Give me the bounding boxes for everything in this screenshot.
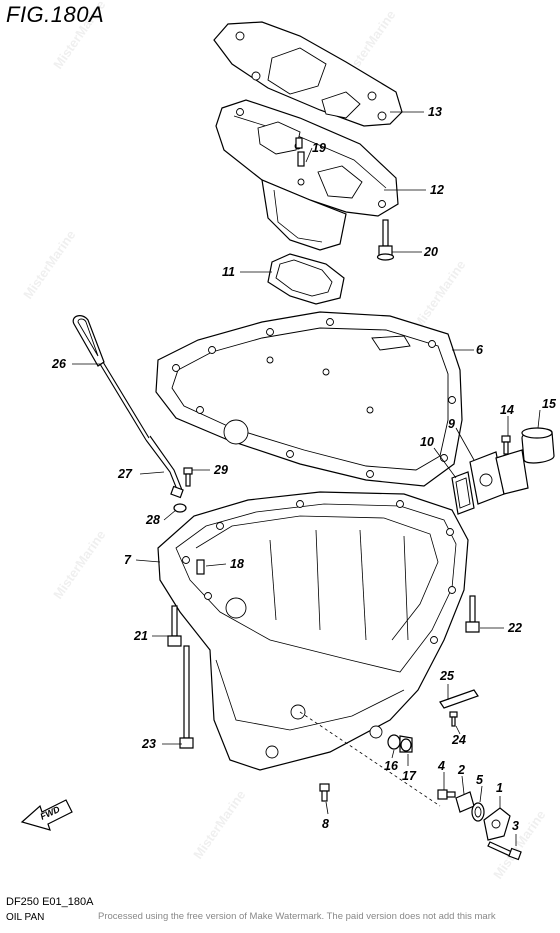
bolt-4[interactable] bbox=[437, 789, 456, 800]
cover-1[interactable] bbox=[483, 807, 511, 841]
o-ring-28[interactable] bbox=[173, 503, 187, 513]
callout-3: 3 bbox=[512, 819, 519, 833]
callout-8: 8 bbox=[322, 817, 329, 831]
plug-2[interactable] bbox=[455, 791, 475, 813]
svg-text:MisterMarine: MisterMarine bbox=[190, 787, 248, 861]
callout-5: 5 bbox=[476, 773, 484, 787]
callout-22: 22 bbox=[507, 621, 522, 635]
dipstick-26[interactable] bbox=[72, 315, 150, 441]
bolt-29[interactable] bbox=[183, 467, 193, 487]
callout-26: 26 bbox=[51, 357, 67, 371]
figure-subtitle: OIL PAN bbox=[6, 912, 45, 923]
callout-7: 7 bbox=[124, 553, 132, 567]
bolt-20[interactable] bbox=[376, 219, 395, 261]
housing-9[interactable] bbox=[469, 449, 529, 505]
callout-19: 19 bbox=[312, 141, 326, 155]
bolt-21[interactable] bbox=[167, 605, 182, 647]
callout-27: 27 bbox=[117, 467, 133, 481]
washer-16[interactable] bbox=[387, 734, 401, 750]
o-ring-11[interactable] bbox=[267, 253, 345, 305]
callout-10: 10 bbox=[420, 435, 434, 449]
callout-29: 29 bbox=[213, 463, 228, 477]
watermark-notice: Processed using the free version of Make… bbox=[98, 911, 496, 922]
svg-text:MisterMarine: MisterMarine bbox=[50, 0, 108, 72]
svg-text:MisterMarine: MisterMarine bbox=[410, 257, 468, 331]
callout-13: 13 bbox=[428, 105, 442, 119]
plug-17[interactable] bbox=[399, 735, 413, 753]
oil-pan-upper[interactable] bbox=[215, 99, 399, 251]
dowel-pin-19[interactable] bbox=[297, 151, 305, 186]
callout-4: 4 bbox=[437, 759, 445, 773]
oil-pan-main[interactable] bbox=[157, 491, 469, 771]
gasket-upper[interactable] bbox=[213, 21, 403, 127]
svg-text:MisterMarine: MisterMarine bbox=[20, 227, 78, 301]
callout-11: 11 bbox=[222, 265, 235, 279]
figure-code: DF250 E01_180A bbox=[6, 896, 94, 908]
callout-9: 9 bbox=[448, 417, 455, 431]
figure-title: FIG.180A bbox=[6, 2, 105, 27]
bolt-8[interactable] bbox=[319, 783, 330, 802]
callout-25: 25 bbox=[439, 669, 455, 683]
callout-16: 16 bbox=[384, 759, 399, 773]
callout-14: 14 bbox=[500, 403, 514, 417]
callout-labels: 13 19 12 20 11 6 26 27 29 28 7 18 10 9 1… bbox=[51, 105, 557, 833]
callout-24: 24 bbox=[451, 733, 466, 747]
bolt-23[interactable] bbox=[179, 645, 194, 749]
callout-21: 21 bbox=[133, 629, 148, 643]
gasket-main[interactable] bbox=[155, 311, 463, 487]
bolt-24[interactable] bbox=[449, 711, 458, 727]
callout-6: 6 bbox=[476, 343, 484, 357]
callout-20: 20 bbox=[423, 245, 438, 259]
o-ring-5[interactable] bbox=[471, 802, 485, 822]
gasket-10[interactable] bbox=[451, 471, 475, 515]
pipe-15[interactable] bbox=[521, 427, 555, 464]
dowel-pin-18[interactable] bbox=[196, 559, 205, 575]
leader-lines bbox=[72, 111, 541, 846]
bolt-14[interactable] bbox=[501, 435, 511, 455]
callout-2: 2 bbox=[457, 763, 465, 777]
bolt-3[interactable] bbox=[487, 841, 522, 861]
svg-text:MisterMarine: MisterMarine bbox=[50, 527, 108, 601]
callout-18: 18 bbox=[230, 557, 244, 571]
callout-23: 23 bbox=[141, 737, 156, 751]
dipstick-guide-27[interactable] bbox=[145, 435, 184, 499]
callout-17: 17 bbox=[402, 769, 417, 783]
fwd-arrow-icon: FWD bbox=[20, 799, 73, 831]
callout-28: 28 bbox=[145, 513, 160, 527]
bolt-22[interactable] bbox=[465, 595, 480, 633]
callout-12: 12 bbox=[430, 183, 444, 197]
clip-25[interactable] bbox=[439, 689, 479, 709]
callout-1: 1 bbox=[496, 781, 503, 795]
callout-15: 15 bbox=[542, 397, 557, 411]
